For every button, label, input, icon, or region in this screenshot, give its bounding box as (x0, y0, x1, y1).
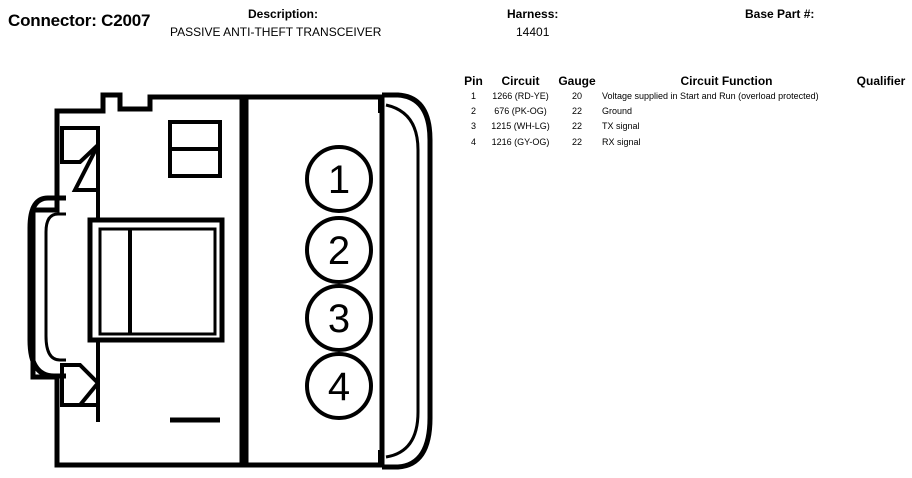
connector-upper-notch (60, 126, 100, 164)
pin-table: Pin Circuit Gauge Circuit Function Quali… (458, 73, 911, 149)
column-header-qualifier: Qualifier (856, 73, 906, 88)
table-header-row: Pin Circuit Gauge Circuit Function Quali… (458, 73, 911, 88)
cell-circuit: 676 (PK-OG) (494, 105, 547, 116)
connector-end-cap-inner (385, 103, 420, 459)
connector-title: Connector: C2007 (8, 11, 151, 30)
column-header-circuit: Circuit (501, 73, 540, 88)
table-row: 3 1215 (WH-LG) 22 TX signal (458, 119, 911, 134)
column-header-gauge: Gauge (558, 73, 596, 88)
table-row: 1 1266 (RD-YE) 20 Voltage supplied in St… (458, 88, 911, 103)
cell-function: Ground (602, 105, 633, 116)
column-header-circuit-function: Circuit Function (680, 73, 773, 88)
base-part-label: Base Part #: (745, 7, 815, 21)
connector-latch (27, 195, 66, 379)
pin-number-2: 2 (328, 229, 350, 273)
description-label: Description: (248, 7, 319, 21)
cell-circuit: 1215 (WH-LG) (491, 121, 550, 132)
cell-pin: 2 (470, 105, 476, 116)
cell-circuit: 1216 (GY-OG) (491, 136, 550, 147)
pin-cavity-3 (305, 284, 373, 352)
connector-lower-notch (60, 363, 100, 407)
cell-function: TX signal (602, 121, 640, 132)
cell-pin: 3 (470, 121, 476, 132)
connector-upper-notch-diag (71, 144, 100, 192)
cell-gauge: 22 (571, 105, 582, 116)
cell-pin: 4 (470, 136, 476, 147)
pin-cavities (305, 145, 373, 420)
cell-gauge: 22 (571, 121, 582, 132)
harness-value: 14401 (516, 25, 550, 39)
pin-cavity-1 (305, 145, 373, 213)
cell-function: RX signal (602, 136, 641, 147)
connector-center-window-inner (98, 227, 217, 336)
pin-number-4: 4 (328, 365, 350, 409)
pin-number-3: 3 (328, 297, 350, 341)
connector-center-window (87, 217, 225, 343)
cell-gauge: 20 (571, 90, 582, 101)
cell-gauge: 22 (571, 136, 582, 147)
table-row: 2 676 (PK-OG) 22 Ground (458, 103, 911, 118)
pin-cavity-4 (305, 352, 373, 420)
harness-label: Harness: (507, 7, 559, 21)
connector-lower-notch-diag (78, 381, 100, 407)
cell-function: Voltage supplied in Start and Run (overl… (602, 90, 819, 101)
description-value: PASSIVE ANTI-THEFT TRANSCEIVER (170, 25, 382, 39)
pin-cavity-2 (305, 216, 373, 284)
cell-circuit: 1266 (RD-YE) (492, 90, 549, 101)
connector-end-cap (382, 92, 433, 470)
pin-number-1: 1 (328, 158, 350, 202)
column-header-pin: Pin (464, 73, 483, 88)
connector-top-slot (168, 120, 222, 178)
connector-housing (30, 92, 245, 468)
cell-pin: 1 (470, 90, 476, 101)
connector-latch-inner (44, 212, 66, 362)
table-row: 4 1216 (GY-OG) 22 RX signal (458, 134, 911, 149)
